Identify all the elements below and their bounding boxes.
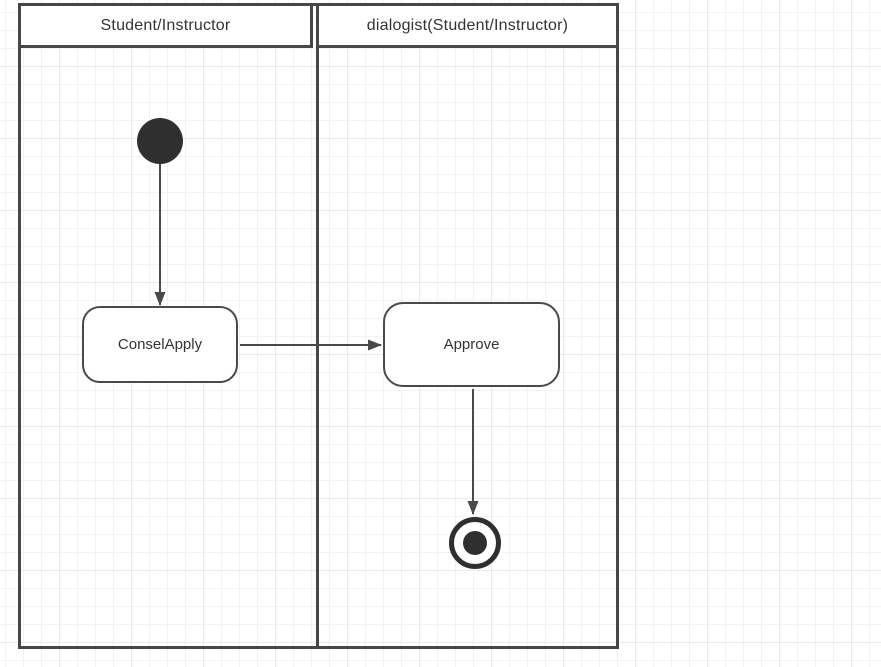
lane-header-dialogist[interactable]: dialogist(Student/Instructor) bbox=[316, 3, 619, 48]
activity-label: Approve bbox=[443, 336, 500, 353]
activity-label: ConselApply bbox=[117, 336, 203, 353]
initial-node[interactable] bbox=[137, 118, 183, 164]
lane-header-student-instructor[interactable]: Student/Instructor bbox=[18, 3, 313, 48]
final-node[interactable] bbox=[449, 517, 501, 569]
lane-title: dialogist(Student/Instructor) bbox=[366, 16, 569, 34]
activity-approve[interactable]: Approve bbox=[383, 302, 560, 387]
activity-conselapply[interactable]: ConselApply bbox=[82, 306, 238, 383]
lane-divider bbox=[316, 48, 319, 649]
final-node-inner-dot bbox=[463, 531, 487, 555]
lane-title: Student/Instructor bbox=[100, 16, 231, 34]
